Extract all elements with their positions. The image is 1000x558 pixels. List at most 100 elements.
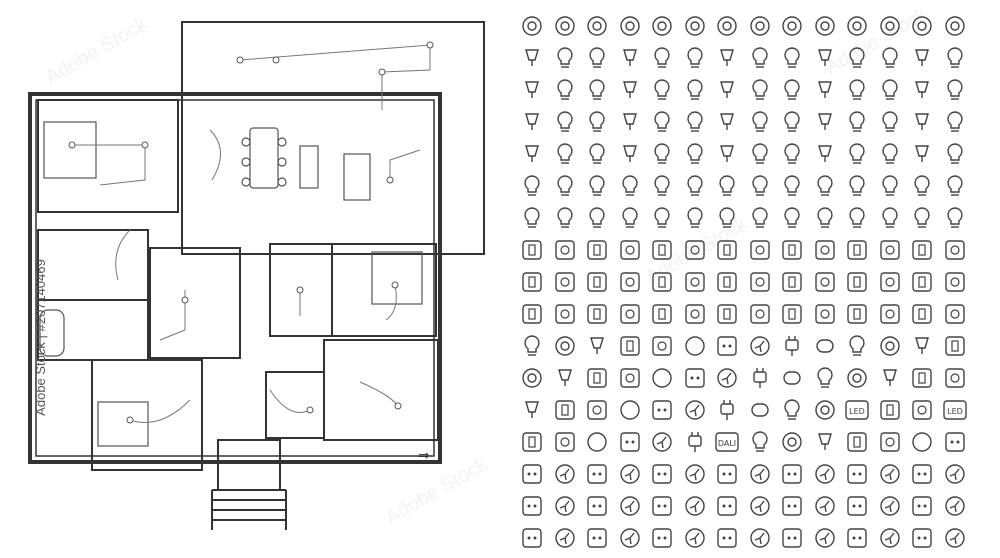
ring-icon bbox=[681, 12, 709, 40]
bulb-icon bbox=[876, 140, 904, 168]
bulb-icon bbox=[648, 76, 676, 104]
wc-walls bbox=[265, 371, 325, 439]
bulb-icon bbox=[876, 108, 904, 136]
fan-icon bbox=[811, 460, 839, 488]
bulb-icon bbox=[876, 76, 904, 104]
switch-icon bbox=[941, 332, 969, 360]
switch-icon bbox=[876, 396, 904, 424]
bed-3 bbox=[97, 401, 149, 447]
socket-icon bbox=[648, 492, 676, 520]
socket-icon bbox=[843, 460, 871, 488]
square-icon bbox=[681, 236, 709, 264]
switch-icon bbox=[583, 364, 611, 392]
socket-icon bbox=[681, 364, 709, 392]
bulb-icon bbox=[583, 140, 611, 168]
spot-icon bbox=[908, 44, 936, 72]
bulb-icon bbox=[681, 140, 709, 168]
socket-icon bbox=[908, 524, 936, 552]
bulb-icon bbox=[648, 172, 676, 200]
fan-icon bbox=[746, 332, 774, 360]
switch-icon bbox=[843, 300, 871, 328]
square-icon bbox=[681, 300, 709, 328]
square-icon bbox=[811, 300, 839, 328]
bulb-icon bbox=[551, 76, 579, 104]
bulb-icon bbox=[843, 76, 871, 104]
spot-icon bbox=[811, 76, 839, 104]
fan-icon bbox=[648, 428, 676, 456]
plug-icon bbox=[713, 396, 741, 424]
bulb-icon bbox=[941, 44, 969, 72]
spot-icon bbox=[811, 44, 839, 72]
bulb-icon bbox=[843, 332, 871, 360]
ring-icon bbox=[648, 12, 676, 40]
socket-icon bbox=[616, 428, 644, 456]
square-icon bbox=[551, 236, 579, 264]
fan-icon bbox=[681, 492, 709, 520]
square-icon bbox=[941, 268, 969, 296]
spot-icon bbox=[811, 428, 839, 456]
socket-icon bbox=[941, 428, 969, 456]
ring-icon bbox=[876, 12, 904, 40]
storage-walls bbox=[37, 229, 149, 301]
socket-icon bbox=[518, 524, 546, 552]
bulb-icon bbox=[551, 204, 579, 232]
socket-icon bbox=[583, 492, 611, 520]
socket-icon bbox=[778, 492, 806, 520]
bulb-icon bbox=[616, 204, 644, 232]
spot-icon bbox=[518, 108, 546, 136]
svg-text:DALI: DALI bbox=[718, 439, 736, 448]
ring-icon bbox=[713, 12, 741, 40]
bulb-icon bbox=[843, 172, 871, 200]
bulb-icon bbox=[778, 44, 806, 72]
switch-icon bbox=[713, 300, 741, 328]
fan-icon bbox=[616, 492, 644, 520]
bulb-icon bbox=[778, 204, 806, 232]
fan-icon bbox=[941, 492, 969, 520]
socket-icon bbox=[908, 492, 936, 520]
bulb-icon bbox=[778, 108, 806, 136]
square-icon bbox=[681, 268, 709, 296]
bulb-icon bbox=[551, 44, 579, 72]
ring-icon bbox=[518, 12, 546, 40]
switch-icon bbox=[908, 364, 936, 392]
socket-icon bbox=[583, 460, 611, 488]
fan-icon bbox=[941, 524, 969, 552]
fan-icon bbox=[811, 524, 839, 552]
bulb-icon bbox=[876, 172, 904, 200]
socket-icon bbox=[518, 460, 546, 488]
switch-icon bbox=[778, 268, 806, 296]
square-icon bbox=[746, 236, 774, 264]
spot-icon bbox=[876, 364, 904, 392]
square-icon bbox=[551, 300, 579, 328]
ring-icon bbox=[551, 332, 579, 360]
socket-icon bbox=[648, 460, 676, 488]
fan-icon bbox=[681, 396, 709, 424]
ring-icon bbox=[583, 12, 611, 40]
bulb-icon bbox=[811, 172, 839, 200]
dim-icon bbox=[811, 332, 839, 360]
ring-icon bbox=[746, 12, 774, 40]
dim-icon bbox=[778, 364, 806, 392]
spot-icon bbox=[616, 76, 644, 104]
house-inner-wall bbox=[35, 99, 435, 457]
switch-icon bbox=[778, 300, 806, 328]
bulb-icon bbox=[746, 204, 774, 232]
square-icon bbox=[811, 268, 839, 296]
text-icon: LED bbox=[843, 396, 871, 424]
ring-icon bbox=[941, 12, 969, 40]
switch-icon bbox=[616, 332, 644, 360]
house-outer-wall bbox=[28, 92, 442, 464]
bedroom-2-walls bbox=[331, 243, 437, 337]
bedroom-3-walls bbox=[91, 359, 203, 471]
text-icon: DALI bbox=[713, 428, 741, 456]
socket-icon bbox=[713, 460, 741, 488]
ring-icon bbox=[843, 364, 871, 392]
square-icon bbox=[583, 396, 611, 424]
circle-icon bbox=[648, 364, 676, 392]
square-icon bbox=[551, 428, 579, 456]
socket-icon bbox=[713, 332, 741, 360]
dim-icon bbox=[746, 396, 774, 424]
ring-icon bbox=[778, 12, 806, 40]
spot-icon bbox=[518, 76, 546, 104]
fan-icon bbox=[811, 492, 839, 520]
